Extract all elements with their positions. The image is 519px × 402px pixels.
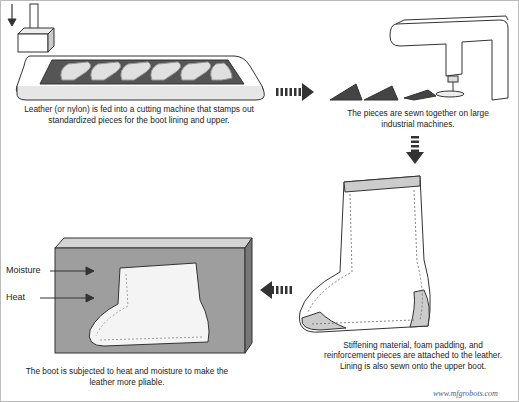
sewing-machine [330,16,508,100]
cutting-machine [8,4,264,100]
upper-boot [299,176,430,332]
step-panel: Leather (or nylon) is fed into a cutting… [4,4,272,128]
process-arrow [406,136,424,164]
process-arrow [276,83,314,101]
step-caption: Stiffening material, foam padding, and r… [320,340,506,372]
step-caption: The boot is subjected to heat and moistu… [12,366,242,387]
step-panel: The boot is subjected to heat and moistu… [4,226,256,390]
chamber [40,238,252,353]
step-panel: The pieces are sewn together on large in… [318,14,515,132]
step-panel: Stiffening material, foam padding, and r… [296,168,515,374]
process-arrow [260,281,292,299]
input-label: Moisture [6,265,41,275]
step-caption: The pieces are sewn together on large in… [330,108,506,129]
input-label: Heat [6,292,25,302]
watermark: www.mfgrobots.com [433,389,498,398]
step-caption: Leather (or nylon) is fed into a cutting… [8,104,270,125]
